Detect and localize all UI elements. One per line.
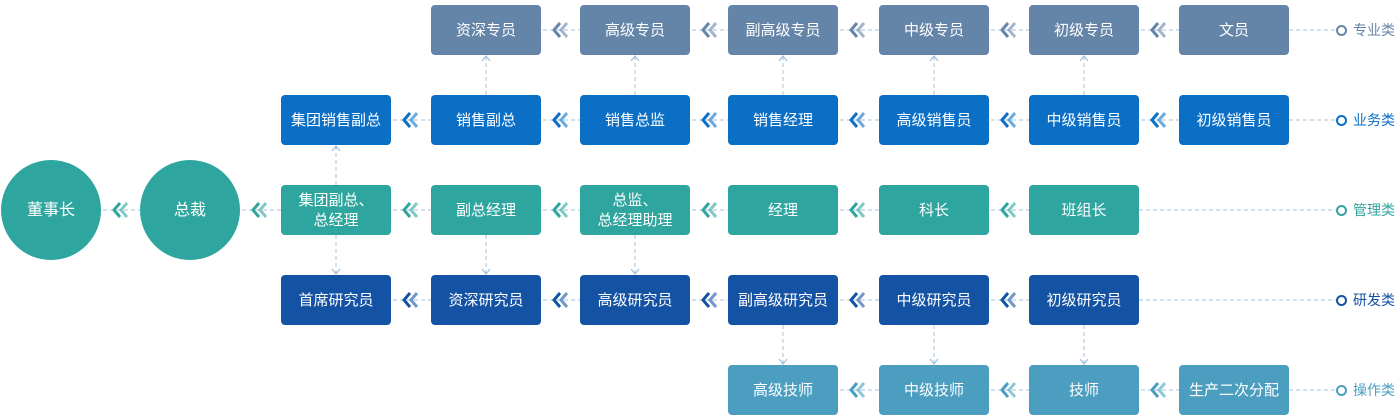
node-mid-researcher: 中级研究员 xyxy=(879,275,989,325)
arrowhead-director_gm_assistant-advanced_researcher xyxy=(630,268,640,276)
node-senior-researcher: 资深研究员 xyxy=(431,275,541,325)
node-mid-technician: 中级技师 xyxy=(879,365,989,415)
track-label-management: 管理类 xyxy=(1336,200,1395,220)
node-junior-researcher: 初级研究员 xyxy=(1029,275,1139,325)
track-dot-icon xyxy=(1336,24,1347,36)
chevron-advanced_specialist-senior_specialist xyxy=(552,22,569,38)
chevron-advanced_researcher-senior_researcher xyxy=(552,292,569,308)
node-section-chief: 科长 xyxy=(879,185,989,235)
node-sales-manager: 销售经理 xyxy=(728,95,838,145)
chevron-mid_sales-senior_sales xyxy=(1000,112,1017,128)
node-group-vp-gm: 集团副总、 总经理 xyxy=(281,185,391,235)
track-label-professional: 专业类 xyxy=(1336,20,1395,40)
node-junior-sales: 初级销售员 xyxy=(1179,95,1289,145)
node-mid-specialist: 中级专员 xyxy=(879,5,989,55)
track-text: 专业类 xyxy=(1353,23,1395,39)
node-manager: 经理 xyxy=(728,185,838,235)
node-technician: 技师 xyxy=(1029,365,1139,415)
chevron-director_gm_assistant-deputy_gm xyxy=(552,202,569,218)
node-chairman: 董事长 xyxy=(1,160,101,260)
arrowhead-senior_sales-mid_specialist xyxy=(929,54,939,62)
arrowhead-junior_researcher-technician xyxy=(1079,358,1089,366)
arrowhead-mid_sales-junior_specialist xyxy=(1079,54,1089,62)
track-dot-icon xyxy=(1336,114,1347,126)
chevron-mid_technician-senior_technician xyxy=(849,382,866,398)
chevron-sales_manager-sales_director xyxy=(701,112,718,128)
node-clerk: 文员 xyxy=(1179,5,1289,55)
node-mid-sales: 中级销售员 xyxy=(1029,95,1139,145)
node-deputy-gm: 副总经理 xyxy=(431,185,541,235)
arrowhead-sales_manager-associate_specialist xyxy=(778,54,788,62)
node-associate-researcher: 副高级研究员 xyxy=(728,275,838,325)
node-team-leader: 班组长 xyxy=(1029,185,1139,235)
track-label-sales: 业务类 xyxy=(1336,110,1395,130)
chevron-president-chairman xyxy=(112,202,129,218)
track-text: 业务类 xyxy=(1353,113,1395,129)
chevron-junior_specialist-mid_specialist xyxy=(1000,22,1017,38)
chevron-sales_vp-group_sales_vp xyxy=(402,112,419,128)
track-text: 研发类 xyxy=(1353,293,1395,309)
chevron-senior_sales-sales_manager xyxy=(849,112,866,128)
chevron-sales_director-sales_vp xyxy=(552,112,569,128)
node-senior-technician: 高级技师 xyxy=(728,365,838,415)
track-dot-icon xyxy=(1336,384,1347,396)
track-label-operations: 操作类 xyxy=(1336,380,1395,400)
node-sales-director: 销售总监 xyxy=(580,95,690,145)
node-production-allocation: 生产二次分配 xyxy=(1179,365,1289,415)
chevron-deputy_gm-group_vp_gm xyxy=(402,202,419,218)
arrowhead-deputy_gm-senior_researcher xyxy=(481,268,491,276)
chevron-group_vp_gm-president xyxy=(251,202,268,218)
arrowhead-group_vp_gm-chief_researcher xyxy=(331,268,341,276)
track-dot-icon xyxy=(1336,204,1347,216)
track-dot-icon xyxy=(1336,294,1347,306)
chevron-associate_specialist-advanced_specialist xyxy=(701,22,718,38)
node-group-sales-vp: 集团销售副总 xyxy=(281,95,391,145)
arrowhead-sales_vp-senior_specialist xyxy=(481,54,491,62)
arrowhead-group_vp_gm-group_sales_vp xyxy=(331,144,341,152)
chevron-manager-director_gm_assistant xyxy=(701,202,718,218)
track-label-research: 研发类 xyxy=(1336,290,1395,310)
chevron-junior_sales-mid_sales xyxy=(1150,112,1167,128)
chevron-production_allocation-technician xyxy=(1150,382,1167,398)
chevron-clerk-junior_specialist xyxy=(1150,22,1167,38)
chevron-technician-mid_technician xyxy=(1000,382,1017,398)
node-sales-vp: 销售副总 xyxy=(431,95,541,145)
chevron-mid_specialist-associate_specialist xyxy=(849,22,866,38)
chevron-senior_researcher-chief_researcher xyxy=(402,292,419,308)
node-senior-specialist: 资深专员 xyxy=(431,5,541,55)
node-director-gm-assistant: 总监、 总经理助理 xyxy=(580,185,690,235)
node-president: 总裁 xyxy=(140,160,240,260)
track-text: 管理类 xyxy=(1353,203,1395,219)
arrowhead-mid_researcher-mid_technician xyxy=(929,358,939,366)
node-senior-sales: 高级销售员 xyxy=(879,95,989,145)
chevron-junior_researcher-mid_researcher xyxy=(1000,292,1017,308)
chevron-mid_researcher-associate_researcher xyxy=(849,292,866,308)
node-advanced-researcher: 高级研究员 xyxy=(580,275,690,325)
node-junior-specialist: 初级专员 xyxy=(1029,5,1139,55)
arrowhead-associate_researcher-senior_technician xyxy=(778,358,788,366)
node-advanced-specialist: 高级专员 xyxy=(580,5,690,55)
chevron-associate_researcher-advanced_researcher xyxy=(701,292,718,308)
arrowhead-sales_director-advanced_specialist xyxy=(630,54,640,62)
node-associate-specialist: 副高级专员 xyxy=(728,5,838,55)
node-chief-researcher: 首席研究员 xyxy=(281,275,391,325)
track-text: 操作类 xyxy=(1353,383,1395,399)
chevron-team_leader-section_chief xyxy=(1000,202,1017,218)
chevron-section_chief-manager xyxy=(849,202,866,218)
